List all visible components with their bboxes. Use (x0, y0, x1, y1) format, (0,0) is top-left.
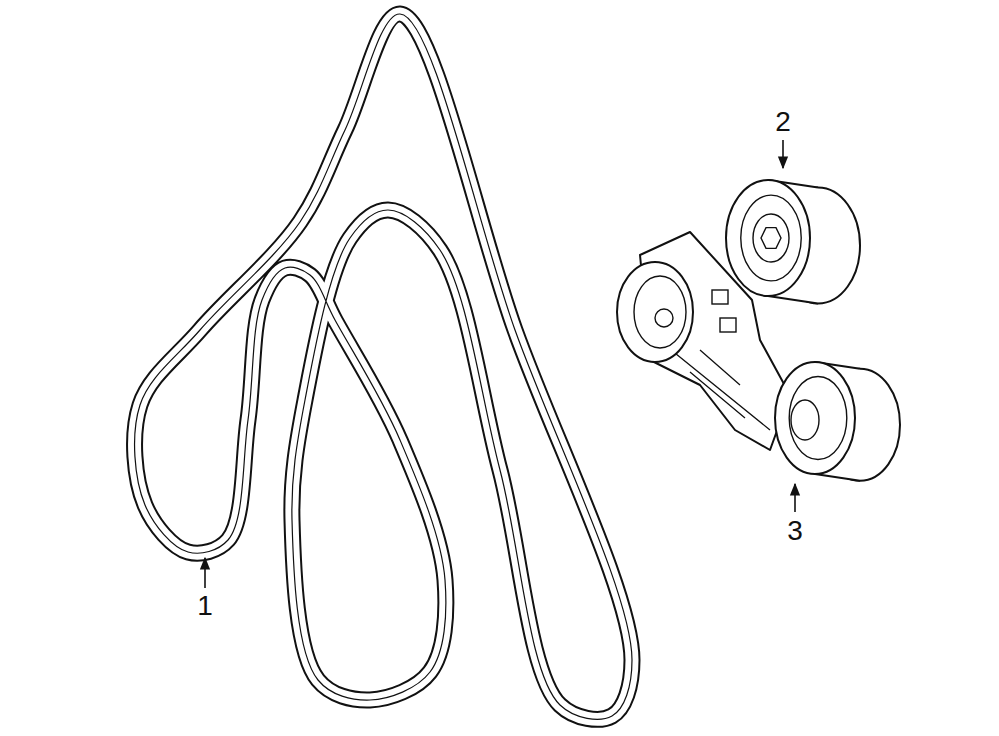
callout-number: 1 (195, 592, 215, 620)
callout-number: 3 (785, 517, 805, 545)
leader-line (204, 558, 206, 588)
belt-face (135, 14, 632, 719)
serpentine-belt (135, 14, 632, 719)
leader-line (782, 140, 784, 168)
idler-pulley (726, 180, 860, 304)
belt-rib (135, 14, 632, 719)
belt-tensioner (617, 232, 900, 481)
leader-line (794, 484, 796, 512)
belt-outline (135, 14, 632, 719)
leader-lines (205, 140, 795, 588)
callout-number: 2 (773, 108, 793, 136)
